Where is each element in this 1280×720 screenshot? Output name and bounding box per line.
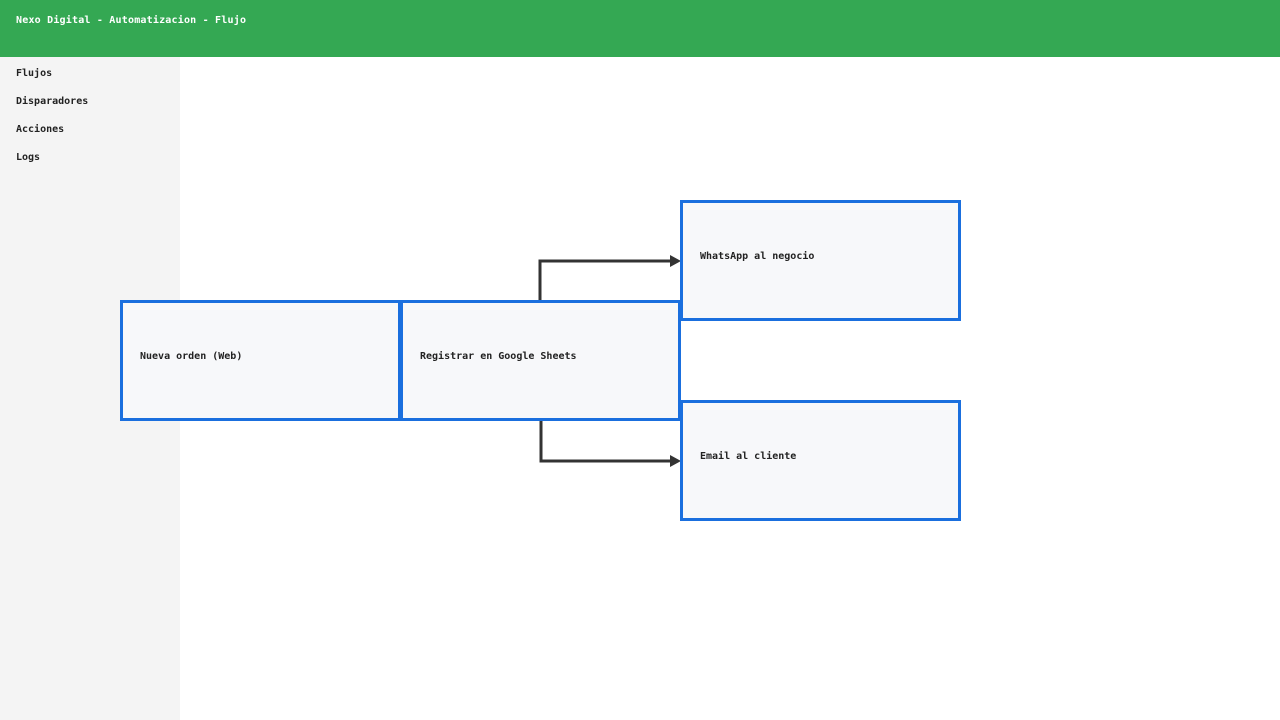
sidebar-item-acciones[interactable]: Acciones [16, 124, 65, 135]
node-label: Registrar en Google Sheets [420, 351, 577, 362]
node-label: Nueva orden (Web) [140, 351, 243, 362]
edge-sheets-to-whatsapp [538, 255, 681, 300]
page-title: Nexo Digital - Automatizacion - Flujo [16, 15, 247, 26]
node-email[interactable]: Email al cliente [680, 400, 961, 521]
node-label: WhatsApp al negocio [700, 251, 815, 262]
sidebar-item-logs[interactable]: Logs [16, 152, 41, 163]
node-nueva-orden[interactable]: Nueva orden (Web) [120, 300, 401, 421]
node-whatsapp[interactable]: WhatsApp al negocio [680, 200, 961, 321]
sidebar-item-flujos[interactable]: Flujos [16, 68, 53, 79]
edge-sheets-to-email [539, 421, 681, 467]
app-header: Nexo Digital - Automatizacion - Flujo [0, 0, 1280, 57]
node-label: Email al cliente [700, 451, 797, 462]
node-google-sheets[interactable]: Registrar en Google Sheets [400, 300, 681, 421]
sidebar-item-disparadores[interactable]: Disparadores [16, 96, 89, 107]
